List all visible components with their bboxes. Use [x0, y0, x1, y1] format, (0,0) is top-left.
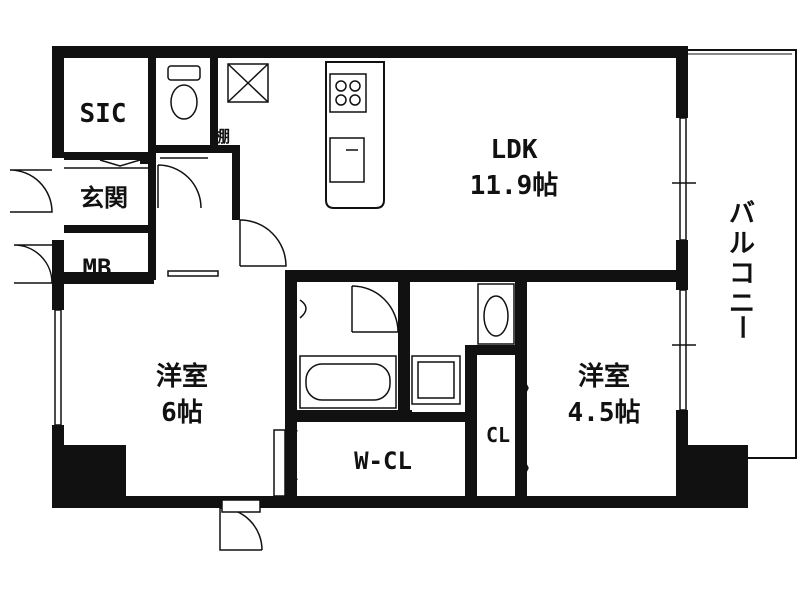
balcony-char: ル — [729, 229, 755, 259]
burner — [335, 94, 347, 106]
balcony-char: コ — [729, 259, 755, 289]
washing-machine-space — [411, 355, 461, 405]
balcony — [688, 49, 797, 459]
toilet — [167, 65, 201, 120]
ldk-name-label: LDK — [491, 135, 538, 165]
folding-doors — [273, 359, 529, 497]
burner — [335, 80, 347, 92]
genkan-step — [64, 159, 148, 169]
hall-door — [157, 164, 202, 209]
balcony-label: バ ル コ ニ ー — [726, 199, 756, 340]
bath-door — [351, 285, 399, 333]
cl-door-upper — [518, 369, 529, 407]
stove — [329, 73, 367, 113]
windows — [54, 117, 696, 426]
outer-walls — [52, 46, 748, 508]
room-labels: SIC 玄関 MB 棚 LDK 11.9帖 洋室 6帖 洋室 4.5帖 W-CL… — [80, 99, 756, 475]
balcony-char: バ — [729, 199, 755, 229]
sink — [329, 137, 365, 183]
mb-door — [13, 244, 53, 284]
wash-basin — [477, 283, 515, 345]
western-room-2-name-label: 洋室 — [578, 361, 630, 392]
closet-label: CL — [486, 423, 510, 447]
western-room-1-size-label: 6帖 — [161, 398, 203, 428]
cl-door-lower — [518, 449, 529, 487]
kitchen-counter — [325, 61, 385, 209]
shower-fixture — [299, 299, 307, 319]
sic-label: SIC — [80, 99, 127, 129]
refrigerator-space — [227, 63, 269, 103]
balcony-char: ニ — [729, 289, 755, 319]
western-room-1-name-label: 洋室 — [156, 361, 208, 392]
shelf-label: 棚 — [214, 127, 230, 146]
balcony-char: ー — [726, 314, 756, 340]
ldk-door — [239, 219, 287, 267]
mb-label: MB — [83, 254, 112, 282]
ldk-size-label: 11.9帖 — [470, 171, 559, 201]
wcl-door — [287, 429, 298, 481]
walk-in-closet-label: W-CL — [354, 447, 412, 475]
burner — [349, 94, 361, 106]
genkan-label: 玄関 — [80, 184, 128, 212]
bathtub — [299, 355, 397, 409]
interior-walls — [64, 58, 680, 500]
entrance-door — [9, 169, 53, 213]
doors — [9, 157, 399, 551]
burner — [349, 80, 361, 92]
western-room-2-size-label: 4.5帖 — [568, 398, 641, 428]
